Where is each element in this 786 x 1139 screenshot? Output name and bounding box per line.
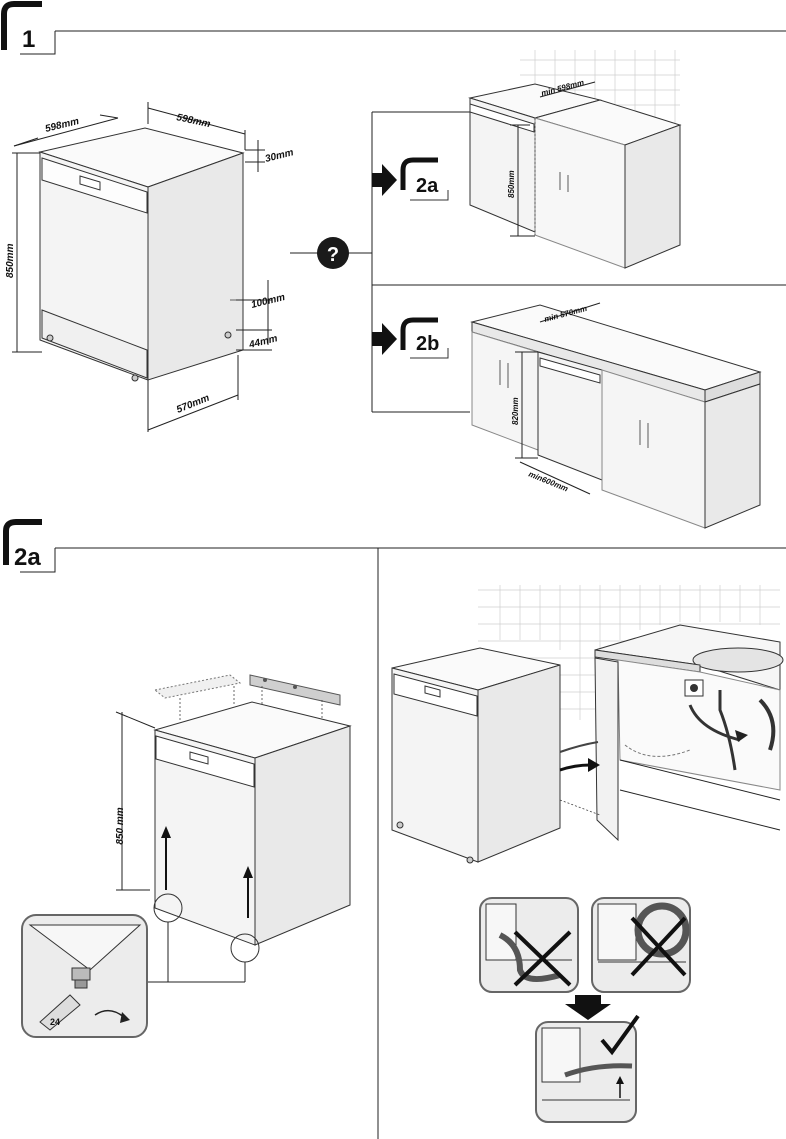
option-2a-illustration	[468, 50, 682, 269]
option-2b-illustration	[470, 302, 762, 529]
dim-plinth-44: 44mm	[247, 333, 279, 351]
dim-height-850: 850mm	[5, 243, 16, 278]
check-icon	[600, 1014, 640, 1056]
step-2a-height: 850 mm	[115, 807, 126, 844]
hose-incorrect-2	[591, 897, 691, 993]
step-2a-number: 2a	[14, 544, 41, 571]
dim-width-598: 598mm	[175, 112, 211, 130]
option-2a-pointer: 2a	[372, 157, 449, 201]
arrow-right-icon	[372, 323, 397, 355]
dim-depth-598: 598mm	[44, 116, 80, 135]
step-2a-header: 2a	[3, 519, 786, 1139]
decision-connector: ?	[290, 111, 786, 413]
dimension-lines-freestanding	[12, 102, 272, 432]
hose-correct	[535, 1014, 640, 1123]
leveling-illustration	[21, 674, 352, 1038]
option-2b-height: 820mm	[511, 397, 520, 425]
step-1-header: 1	[1, 1, 786, 55]
arrow-right-icon	[372, 164, 397, 196]
option-2b-pointer: 2b	[372, 317, 449, 359]
option-2b-badge: 2b	[416, 333, 439, 355]
step-1-number: 1	[22, 26, 35, 53]
option-2a-badge: 2a	[416, 175, 439, 197]
hose-incorrect-1	[479, 897, 579, 993]
dim-top-30: 30mm	[264, 147, 295, 165]
question-mark-icon: ?	[327, 244, 339, 266]
arrow-down-icon	[565, 995, 611, 1020]
hose-routing-illustration	[391, 585, 784, 864]
freestanding-dishwasher	[38, 127, 245, 382]
option-2a-height: 850mm	[507, 170, 516, 198]
wrench-size-label: 24	[50, 1017, 60, 1027]
